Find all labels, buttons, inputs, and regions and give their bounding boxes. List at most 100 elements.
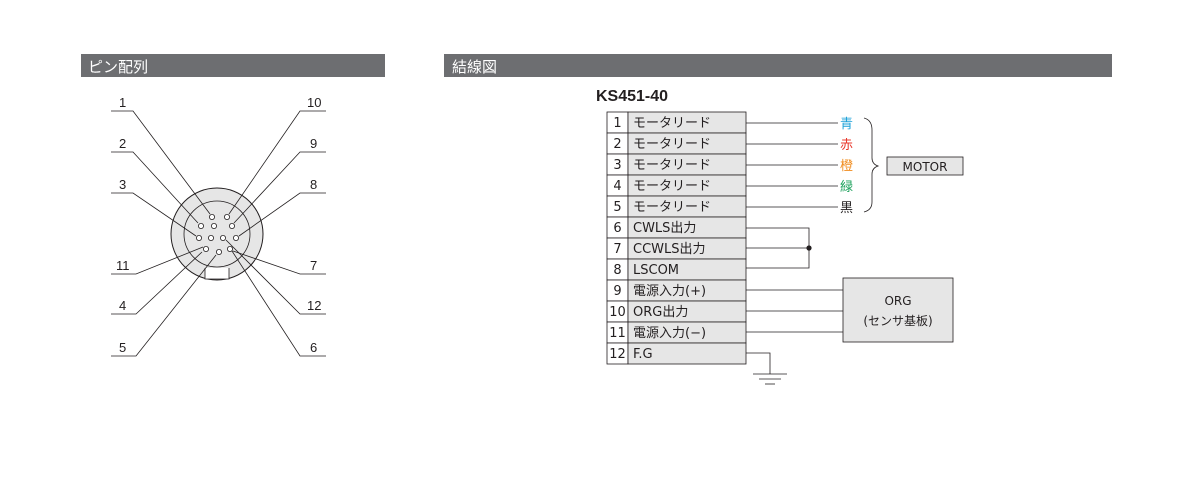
org-box-line1: ORG [884,294,911,308]
motor-box-label: MOTOR [903,160,948,174]
pin-6 [215,248,222,255]
wiring-section-header: 結線図 [444,54,1112,77]
pin-number: 8 [613,263,621,278]
pin-number: 9 [613,284,621,299]
pin-label: 2 [119,136,126,151]
table-label-cell [627,342,747,365]
org-box-rect [842,277,954,343]
pin-7 [226,245,233,252]
table-row: 7 CCWLS出力 [606,237,747,260]
table-row: 6 CWLS出力 [606,216,747,239]
pin-labels-right: 10 9 8 7 12 6 [307,95,321,355]
motor-box: MOTOR [886,156,964,176]
signal-name: モータリード [633,116,711,131]
motor-box-rect [886,156,964,176]
wire-color-labels: 青 赤 橙 緑 黒 [840,117,853,216]
table-row: 8 LSCOM [606,258,747,281]
signal-name: CCWLS出力 [633,242,706,257]
wiring-header-bar [444,54,1112,77]
pin-10 [223,213,230,220]
wire-color-1: 青 [840,117,853,132]
leader-pin-1 [111,110,211,215]
pin-3 [195,234,202,241]
pin-number: 3 [613,158,621,173]
wire-color-5: 黒 [840,201,853,216]
signal-name: CWLS出力 [633,221,696,236]
table-row: 5 モータリード [606,195,747,218]
pin-label: 8 [310,177,317,192]
signal-name: F.G [633,347,653,362]
pin-8 [232,234,239,241]
table-row: 3 モータリード [606,153,747,176]
signal-name: モータリード [633,179,711,194]
pin-section-header: ピン配列 [81,54,385,77]
junction-dot [806,245,812,251]
pin-11 [210,222,217,229]
leader-pin-8 [238,192,326,237]
signal-name: モータリード [633,200,711,215]
table-row: 1 モータリード [606,111,747,134]
pin-label: 1 [119,95,126,110]
pin-number: 2 [613,137,621,152]
org-box: ORG (センサ基板) [842,277,954,343]
pin-arrangement [111,110,326,357]
pin-number: 1 [613,116,621,131]
org-box-line2: (センサ基板) [863,314,932,328]
leader-pin-7 [232,250,326,275]
pin-label: 9 [310,136,317,151]
pin-2 [197,222,204,229]
pin-header-bar [81,54,385,77]
leader-pin-6 [231,250,326,357]
pin-header-text: ピン配列 [88,58,148,76]
table-row: 4 モータリード [606,174,747,197]
leader-pin-3 [111,192,197,237]
signal-name: 電源入力(+) [633,284,706,299]
pin-5 [207,234,214,241]
pin-label: 5 [119,340,126,355]
signal-name: モータリード [633,158,711,173]
wiring-table: 1 モータリード 2 モータリード 3 モータリード 4 モータリード 5 モータリード 6 CWLS… [606,111,747,365]
pin-labels-left: 1 2 3 11 4 5 [116,95,130,355]
pin-number: 11 [609,326,626,341]
pin-number: 7 [613,242,621,257]
pin-number: 5 [613,200,621,215]
pin-1 [208,213,215,220]
pin-4 [202,245,209,252]
model-title: KS451-40 [596,88,668,105]
wire-color-3: 橙 [840,159,853,174]
pin-label: 4 [119,298,126,313]
leader-pin-5 [111,254,217,357]
pin-label: 7 [310,258,317,273]
leader-pin-10 [228,110,326,215]
pin-label: 11 [116,258,130,273]
signal-name: モータリード [633,137,711,152]
leader-pin-4 [111,251,203,315]
wires [746,117,880,385]
leader-pin-2 [111,151,199,224]
signal-name: LSCOM [633,263,679,278]
pin-number: 6 [613,221,621,236]
pin-label: 3 [119,177,126,192]
pin-number: 12 [609,347,626,362]
pin-number: 4 [613,179,621,194]
table-row: 2 モータリード [606,132,747,155]
pin-label: 10 [307,95,321,110]
connector-key-notch [204,268,230,280]
leader-pin-12 [225,239,326,315]
table-row: 11 電源入力(−) [606,321,747,344]
motor-bracket [863,117,880,213]
signal-name: ORG出力 [633,305,688,320]
pin-label: 6 [310,340,317,355]
wire-color-4: 緑 [840,180,853,195]
pin-label: 12 [307,298,321,313]
table-row: 9 電源入力(+) [606,279,747,302]
wire-12 [746,352,771,374]
connector-inner-ring [183,200,251,268]
signal-name: 電源入力(−) [633,326,706,341]
leader-pin-9 [233,151,326,224]
wire-color-2: 赤 [840,138,853,153]
table-row: 12 F.G [606,342,747,365]
pin-9 [228,222,235,229]
